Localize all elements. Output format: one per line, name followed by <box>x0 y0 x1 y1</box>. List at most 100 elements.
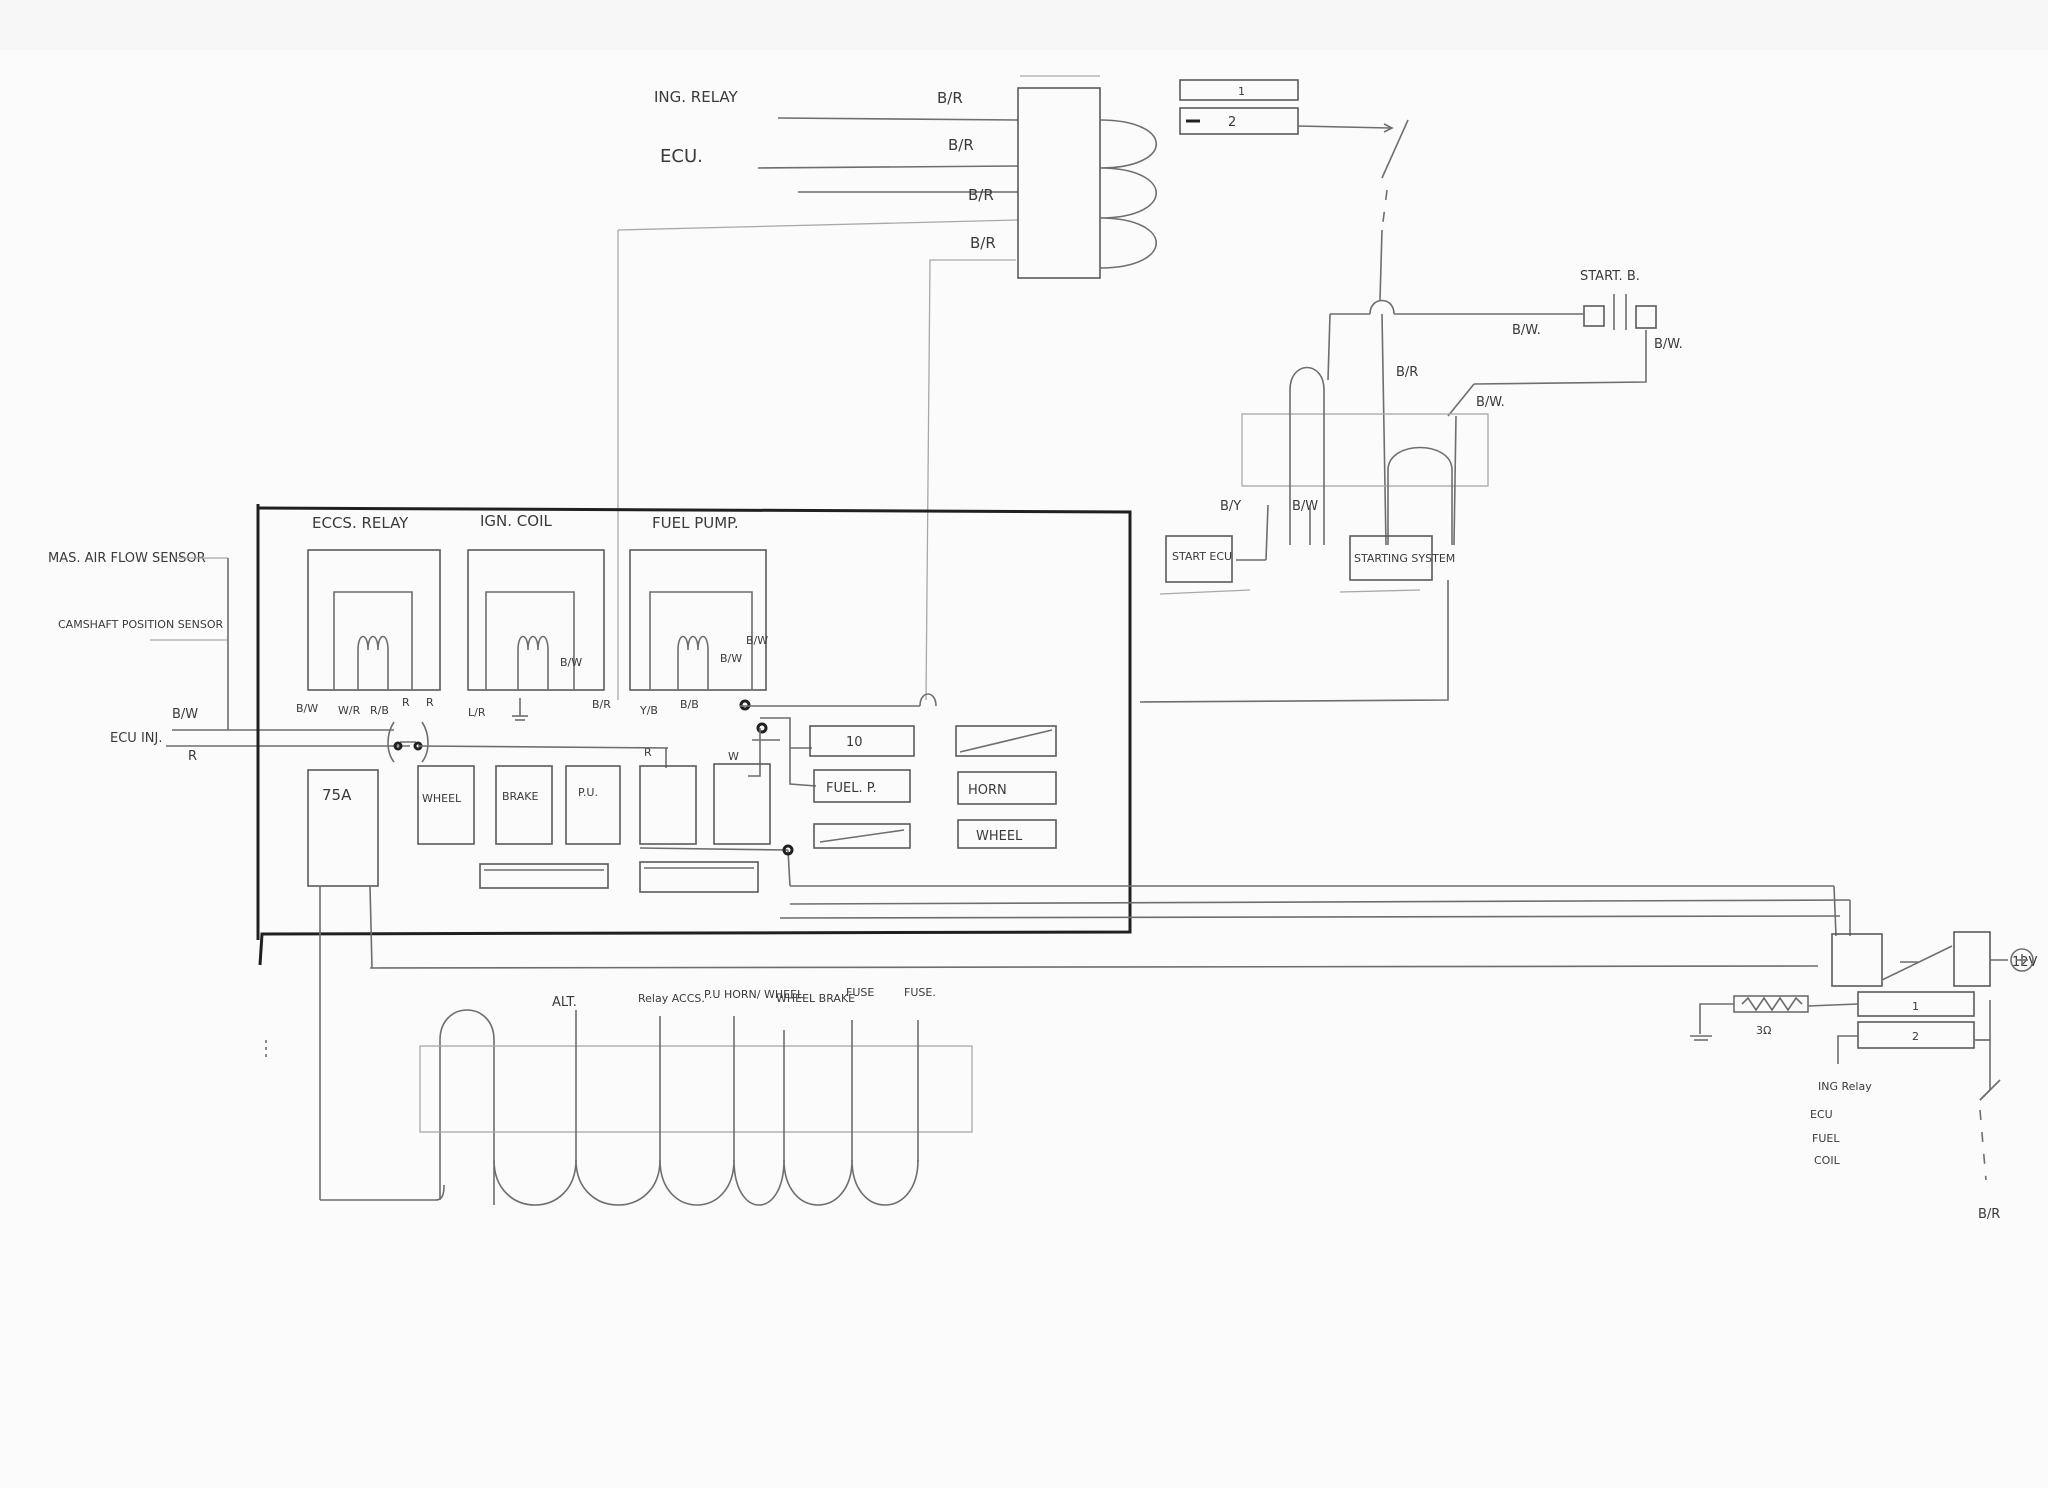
top-relay: ING. RELAY ECU. B/R B/R B/R B/R <box>617 75 1157 701</box>
top-switch <box>1381 119 1409 179</box>
label-starting-system: STARTING SYSTEM <box>1354 552 1455 565</box>
top-fuse-switch: 1 2 <box>1179 79 1409 301</box>
svg-text:1: 1 <box>1238 85 1245 98</box>
fuse-75a <box>307 769 379 887</box>
pin-bw-pump: B/W <box>720 652 742 665</box>
label-ign-coil: IGN. COIL <box>480 512 553 530</box>
right-switch <box>1881 945 1953 981</box>
bus-fuse-1: FUSE <box>846 986 874 999</box>
svg-text:P.U.: P.U. <box>578 786 598 799</box>
label-ecu-inj: ECU INJ. <box>110 731 162 746</box>
bus-wheel-brake: WHEEL BRAKE <box>776 992 855 1005</box>
bus-fuse-2: FUSE. <box>904 986 936 999</box>
label-start-b: START. B. <box>1580 269 1640 284</box>
label-wire-r-left: R <box>188 749 197 764</box>
pin-rb: R/B <box>370 704 389 717</box>
label-start-bw-out: B/W. <box>1476 395 1505 410</box>
label-ing-relay-right: ING Relay <box>1818 1080 1872 1093</box>
connector-h <box>387 721 429 763</box>
connector-strip-left <box>479 863 609 889</box>
start-coil-left <box>1289 366 1325 545</box>
pin-br-coil: B/R <box>592 698 611 711</box>
top-relay-coil <box>1099 119 1157 269</box>
relay-box-a <box>639 765 697 845</box>
start-terminal-right <box>1635 305 1657 329</box>
label-start-br: B/R <box>1396 365 1418 380</box>
ign-coil-winding <box>517 635 549 651</box>
start-circuit: START. B. B/W. B/W. B/R B/W. B/Y B/W STA… <box>1139 269 1683 703</box>
eccs-relay-coil <box>357 635 389 651</box>
label-start-bw-right: B/W. <box>1654 337 1683 352</box>
pin-lr: L/R <box>468 706 486 719</box>
pin-bw-coil: B/W <box>560 656 582 669</box>
label-start-ecu: START ECU <box>1172 550 1232 563</box>
fuse-slot-blank-1 <box>813 823 911 849</box>
label-ing-relay: ING. RELAY <box>654 88 739 106</box>
label-wire-br-3: B/R <box>968 186 994 204</box>
svg-text:WHEEL: WHEEL <box>422 792 462 805</box>
bus-loop-left <box>439 1009 495 1205</box>
start-coil-right <box>1387 446 1453 545</box>
svg-text:HORN: HORN <box>968 783 1007 798</box>
start-ecu-box <box>1165 535 1233 583</box>
pin-w: W <box>728 750 739 763</box>
resistor-body <box>1733 995 1809 1013</box>
svg-text:FUEL. P.: FUEL. P. <box>826 781 877 796</box>
fuse-fuel-p <box>813 769 911 803</box>
resistor-zigzag <box>1741 996 1803 1012</box>
svg-text:1: 1 <box>1912 1000 1919 1013</box>
starting-system-box <box>1349 535 1433 581</box>
bus-pu-horn-wheel: P.U HORN/ WHEEL <box>704 988 804 1001</box>
top-relay-body <box>1017 87 1101 279</box>
bottom-bus: ALT. Relay ACCS. P.U HORN/ WHEEL WHEEL B… <box>265 885 1819 1206</box>
svg-text:BRAKE: BRAKE <box>502 790 538 803</box>
top-fuse-1 <box>1179 79 1299 101</box>
label-br-bottom: B/R <box>1978 1207 2000 1222</box>
bus-alt: ALT. <box>552 995 577 1010</box>
top-fuse-2 <box>1179 107 1299 135</box>
fuse-brake <box>495 765 553 845</box>
svg-text:2: 2 <box>1912 1030 1919 1043</box>
fuse-horn <box>957 771 1057 805</box>
label-coil-right: COIL <box>1814 1154 1841 1167</box>
start-relay-block <box>1241 413 1489 487</box>
pin-yb: Y/B <box>639 704 658 717</box>
label-fuel-pump: FUEL PUMP. <box>652 514 739 532</box>
label-ecu-right: ECU <box>1810 1108 1833 1121</box>
right-battery-circuit: 12V 1 2 3Ω ING Relay ECU FUEL COIL B/R <box>1690 885 2038 1222</box>
start-terminal-left <box>1583 305 1605 327</box>
eccs-relay-outer <box>307 549 441 691</box>
fuse-pu <box>565 765 621 845</box>
label-eccs-relay: ECCS. RELAY <box>312 514 409 532</box>
fuse-wheel <box>417 765 475 845</box>
battery-positive-icon <box>2010 948 2034 972</box>
pin-bw: B/W <box>296 702 318 715</box>
pin-wr: W/R <box>338 704 361 717</box>
label-start-bw-low: B/W <box>1292 499 1318 514</box>
pin-bb: B/B <box>680 698 699 711</box>
label-camshaft: CAMSHAFT POSITION SENSOR <box>58 618 223 631</box>
fuse-wheel-2 <box>957 819 1057 849</box>
label-ecu-top: ECU. <box>660 146 703 167</box>
bus-bar <box>419 1045 973 1133</box>
right-relay-box-2 <box>1953 931 1991 987</box>
label-12v: 12V <box>2012 955 2038 970</box>
label-start-by: B/Y <box>1220 499 1241 514</box>
label-wire-bw-left: B/W <box>172 707 198 722</box>
fuel-pump-relay-outer <box>629 549 767 691</box>
label-wire-br-4: B/R <box>970 234 996 252</box>
label-wire-br-1: B/R <box>937 89 963 107</box>
label-wire-br-2: B/R <box>948 136 974 154</box>
relay-box-b <box>713 763 771 845</box>
pin-bw-pump2: B/W <box>746 634 768 647</box>
svg-text:WHEEL: WHEEL <box>976 829 1023 844</box>
ign-coil-outer <box>467 549 605 691</box>
fuel-pump-coil <box>677 635 709 651</box>
right-fuse-2 <box>1857 1021 1975 1049</box>
pin-r1: R <box>402 696 410 709</box>
label-resistor: 3Ω <box>1756 1024 1771 1037</box>
label-mas-air: MAS. AIR FLOW SENSOR <box>48 551 206 566</box>
pin-r-mid: R <box>644 746 652 759</box>
fuse-10 <box>809 725 915 757</box>
